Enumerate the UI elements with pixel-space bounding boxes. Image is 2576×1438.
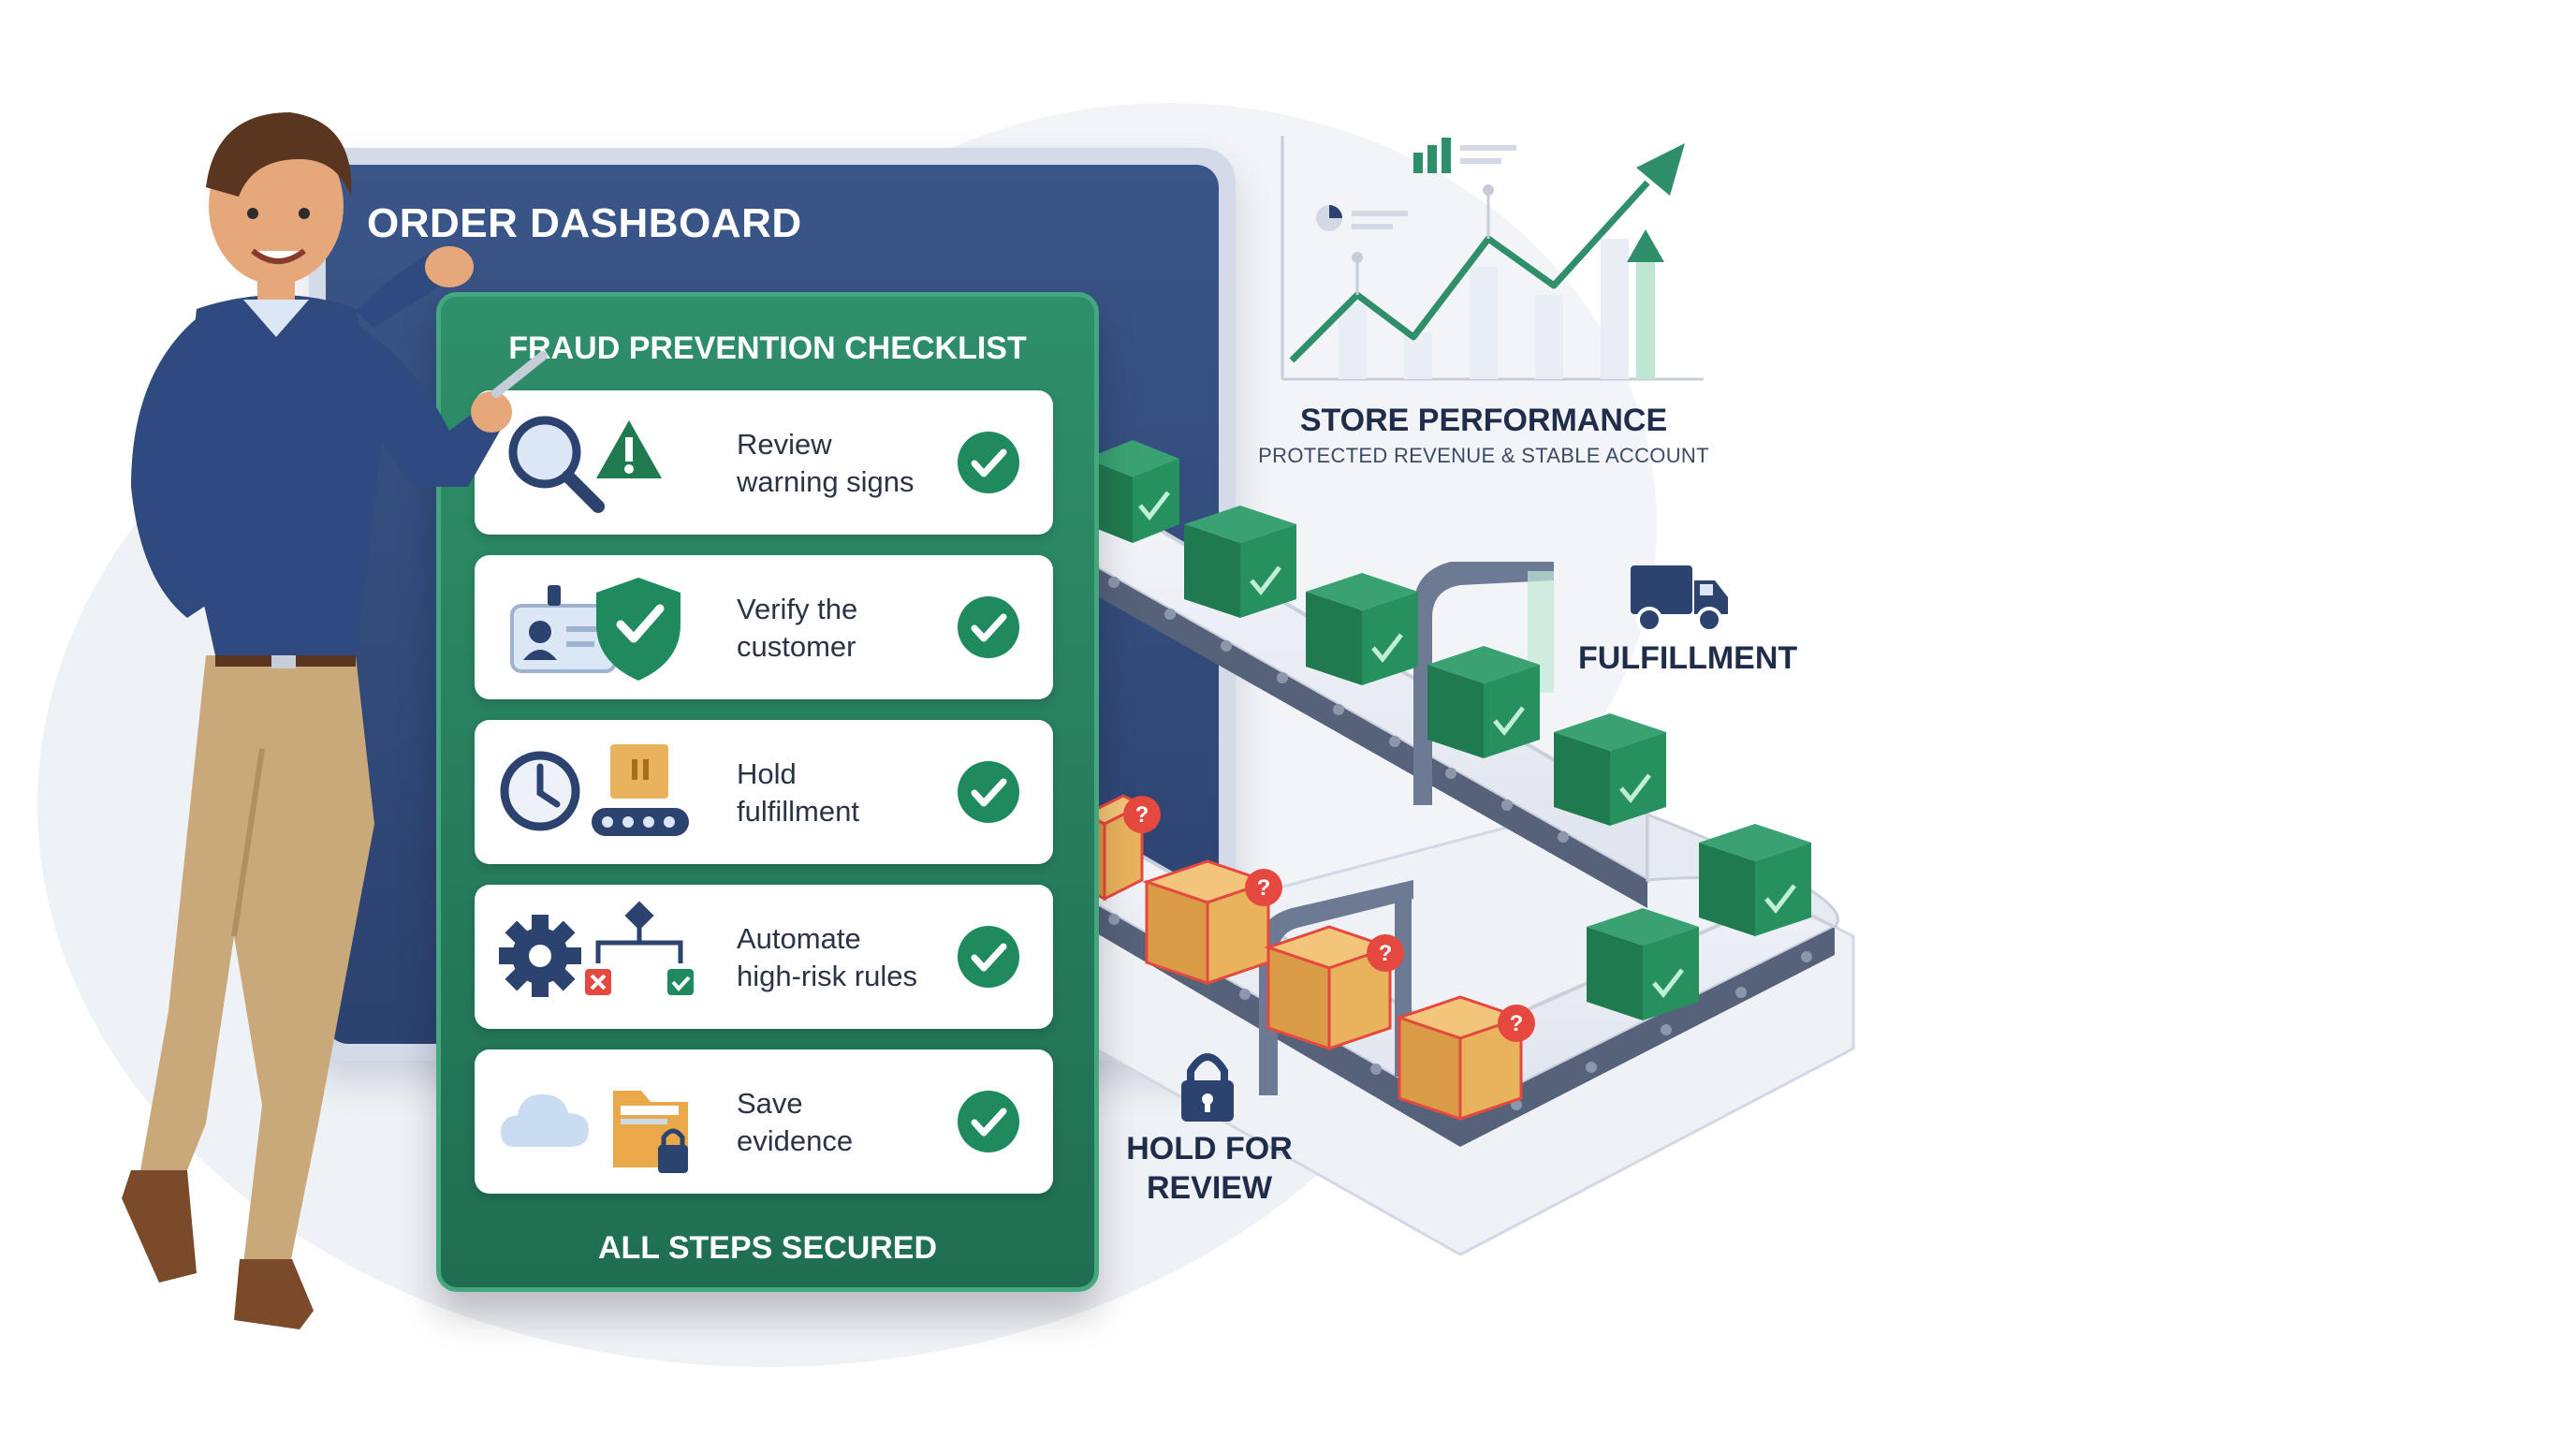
label-line-2: evidence xyxy=(737,1124,854,1157)
svg-text:?: ? xyxy=(1257,875,1271,901)
dashboard-title: ORDER DASHBOARD xyxy=(367,200,802,246)
checklist-item-automate: Automate high-risk rules xyxy=(475,885,1053,1029)
hold-label-line-1: HOLD FOR xyxy=(1126,1131,1293,1167)
fraud-checklist-panel: FRAUD PREVENTION CHECKLIST Review warnin… xyxy=(436,292,1099,1292)
performance-subtitle: PROTECTED REVENUE & STABLE ACCOUNT xyxy=(1258,444,1709,467)
checklist-footer: ALL STEPS SECURED xyxy=(597,1230,938,1266)
svg-text:?: ? xyxy=(1135,802,1149,828)
clock-package-icon xyxy=(500,744,689,836)
label-line-2: customer xyxy=(737,630,856,663)
performance-trend-chart xyxy=(1281,136,1704,381)
svg-text:?: ? xyxy=(1510,1011,1524,1036)
flagged-package-icon: ? ? ? ? xyxy=(1082,794,1535,1122)
check-circle-icon xyxy=(958,1091,1019,1152)
person-illustration xyxy=(122,112,548,1329)
check-circle-icon xyxy=(958,432,1019,493)
label-line-1: Hold xyxy=(737,757,797,790)
label-line-2: high-risk rules xyxy=(737,960,917,992)
label-line-2: warning signs xyxy=(737,465,915,498)
check-circle-icon xyxy=(958,761,1019,823)
checklist-item-evidence: Save evidence xyxy=(475,1049,1053,1194)
checklist-item-label: Verify the customer xyxy=(737,591,952,666)
checklist-title: FRAUD PREVENTION CHECKLIST xyxy=(508,330,1027,366)
label-line-1: Review xyxy=(737,428,832,461)
label-line-1: Verify the xyxy=(737,593,858,625)
checklist-item-label: Hold fulfillment xyxy=(737,756,952,830)
fulfillment-label: FULFILLMENT xyxy=(1578,640,1798,676)
checklist-item-review: Review warning signs xyxy=(475,390,1053,535)
check-circle-icon xyxy=(958,926,1019,988)
cloud-folder-lock-icon xyxy=(501,1091,688,1173)
hold-for-review-label: HOLD FOR REVIEW xyxy=(1110,1129,1309,1208)
label-line-1: Save xyxy=(737,1087,803,1120)
performance-title: STORE PERFORMANCE xyxy=(1299,403,1668,438)
checklist-item-hold: Hold fulfillment xyxy=(475,720,1053,864)
truck-icon xyxy=(1631,565,1728,633)
id-card-shield-icon xyxy=(510,578,681,681)
label-line-1: Automate xyxy=(737,922,861,955)
checklist-item-label: Automate high-risk rules xyxy=(737,920,952,995)
checklist-item-verify: Verify the customer xyxy=(475,555,1053,699)
checklist-item-label: Review warning signs xyxy=(737,426,952,501)
approved-package-icon xyxy=(1086,440,1811,1020)
check-circle-icon xyxy=(958,596,1019,658)
hold-label-line-2: REVIEW xyxy=(1146,1170,1273,1206)
label-line-2: fulfillment xyxy=(737,795,859,828)
lock-icon xyxy=(1181,1053,1234,1122)
magnifier-warning-icon xyxy=(508,416,662,513)
checklist-item-label: Save evidence xyxy=(737,1085,952,1160)
svg-text:?: ? xyxy=(1379,941,1393,966)
gear-rule-flow-icon xyxy=(499,901,694,997)
